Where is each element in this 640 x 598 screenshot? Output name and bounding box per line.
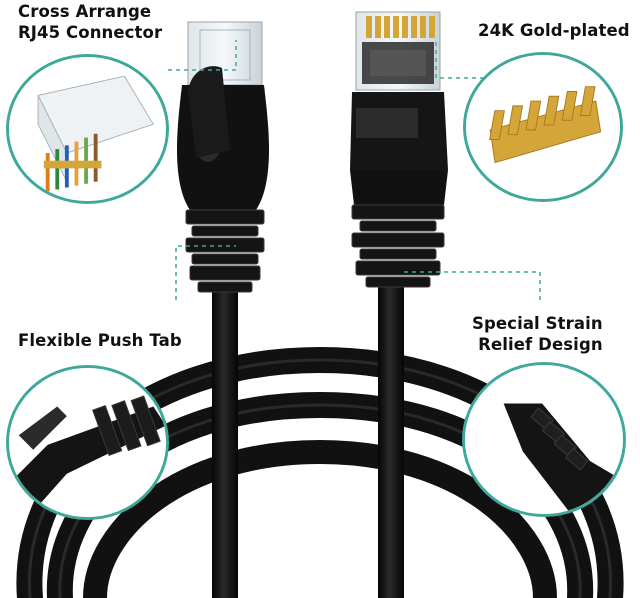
right-connector	[350, 11, 448, 288]
label-strain-line2: Relief Design	[478, 335, 603, 354]
left-cable	[212, 285, 238, 598]
detail-bubble-gold	[463, 52, 623, 202]
label-strain-relief: Special Strain Relief Design	[472, 313, 603, 355]
rj45-crossarrange-detail	[9, 57, 166, 201]
label-cross-arrange-line2: RJ45 Connector	[18, 23, 163, 42]
detail-bubble-strain	[462, 362, 626, 517]
label-cross-arrange: Cross Arrange RJ45 Connector	[18, 1, 162, 43]
left-connector	[177, 21, 269, 293]
strain-relief-detail	[465, 365, 623, 514]
detail-bubble-pushtab	[6, 365, 169, 520]
label-gold-plated: 24K Gold-plated	[478, 21, 630, 40]
gold-pins-detail	[466, 55, 620, 199]
right-cable	[378, 285, 404, 598]
push-tab-detail	[9, 368, 166, 517]
label-cross-arrange-line1: Cross Arrange	[18, 2, 152, 21]
detail-bubble-connector	[6, 54, 169, 204]
label-strain-line1: Special Strain	[472, 314, 603, 333]
label-push-tab: Flexible Push Tab	[18, 331, 182, 350]
